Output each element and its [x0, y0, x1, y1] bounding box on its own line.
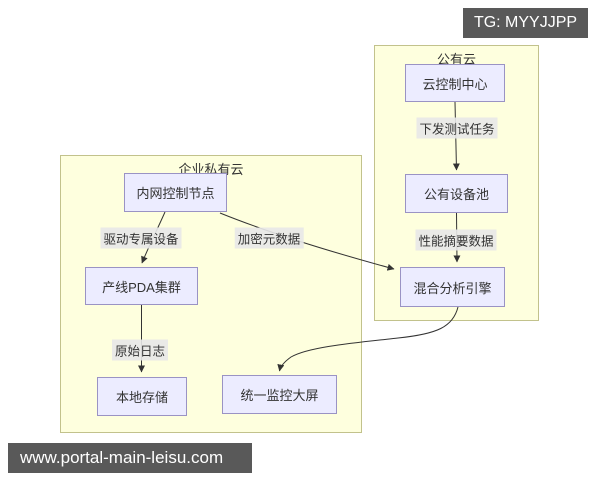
edge-intranet-hybrid [219, 212, 395, 271]
node-cloud-control-center: 云控制中心 [405, 64, 505, 102]
edge-hybrid-monitor [277, 306, 459, 372]
edge-label-raw-logs: 原始日志 [111, 339, 169, 361]
edge-label-encrypted-metadata: 加密元数据 [234, 227, 304, 249]
cluster-public-cloud-title: 公有云 [436, 52, 476, 67]
node-public-device-pool: 公有设备池 [405, 174, 508, 213]
tg-watermark-badge: TG: MYYJJPP [463, 8, 588, 38]
node-monitor-screen: 统一监控大屏 [222, 375, 337, 414]
node-intranet-control-node: 内网控制节点 [124, 173, 227, 212]
edge-label-drive-dedicated-devices: 驱动专属设备 [100, 227, 182, 249]
edge-label-dispatch-test-tasks: 下发测试任务 [416, 117, 498, 139]
url-watermark-badge: www.portal-main-leisu.com [8, 443, 252, 473]
node-local-storage: 本地存储 [97, 377, 187, 416]
edge-label-perf-summary-data: 性能摘要数据 [415, 229, 497, 251]
node-pda-cluster: 产线PDA集群 [85, 267, 198, 305]
node-hybrid-analysis-engine: 混合分析引擎 [400, 267, 505, 307]
